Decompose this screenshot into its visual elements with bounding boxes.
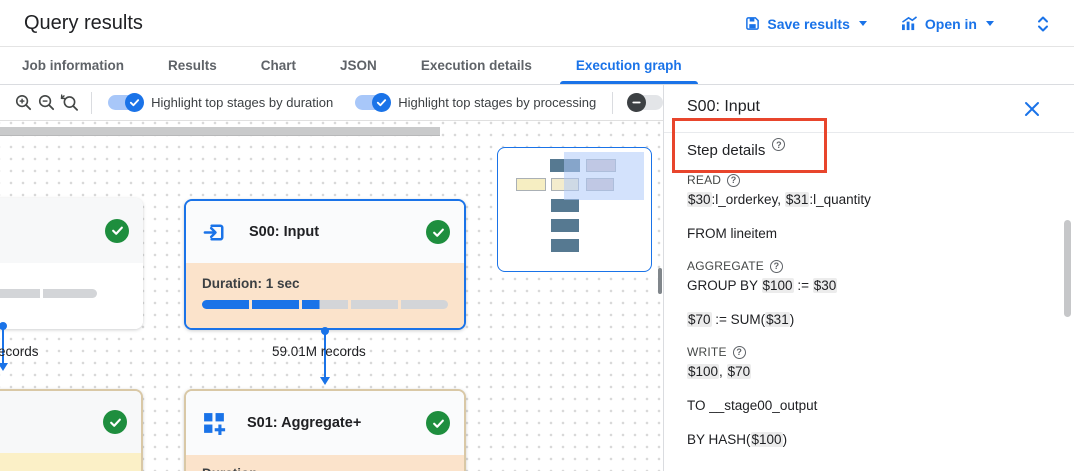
third-highlight-toggle[interactable] (627, 93, 663, 112)
edge-line (2, 328, 4, 363)
zoom-reset-icon[interactable] (58, 89, 81, 117)
success-check-icon (105, 218, 129, 243)
panel-divider (664, 132, 1074, 133)
progress-segment (43, 289, 97, 298)
highlight-duration-toggle[interactable] (108, 93, 145, 112)
horizontal-scrollbar[interactable] (0, 127, 440, 136)
input-stage-icon (202, 219, 229, 246)
toolbar-divider (612, 91, 613, 114)
variable-token: $100 (761, 278, 794, 293)
tab-execution-details[interactable]: Execution details (420, 58, 532, 73)
chart-icon (901, 16, 918, 31)
help-icon[interactable]: ? (727, 173, 741, 187)
step-section-label: READ? (687, 173, 1044, 187)
progress-segment (351, 300, 399, 309)
zoom-out-icon[interactable] (35, 89, 58, 117)
highlight-processing-toggle[interactable] (355, 93, 392, 112)
header: Query results Save results Open in (0, 0, 1074, 47)
step-code-line: BY HASH($100) (687, 432, 788, 447)
close-icon[interactable] (1023, 100, 1041, 118)
zoom-in-icon[interactable] (12, 89, 35, 117)
stage-duration-label: Duration: 1 sec (202, 276, 300, 291)
stage-duration-label: Duration: (202, 466, 448, 471)
stage-node-s01[interactable]: S01: Aggregate+ Duration: (184, 389, 466, 471)
minimap-stage-rect (551, 239, 579, 252)
edge-output-dot (0, 322, 7, 330)
edge-records-label: 59.01M records (272, 344, 366, 359)
open-in-button[interactable]: Open in (901, 16, 994, 32)
tab-json[interactable]: JSON (340, 58, 377, 73)
variable-token: $100 (687, 364, 720, 379)
stage-title: S01: Aggregate+ (247, 415, 362, 431)
minimap-stage-rect (516, 178, 546, 191)
save-icon (745, 16, 760, 31)
edge-records-label-partial: ecords (0, 344, 39, 359)
page-title: Query results (24, 12, 143, 34)
help-icon[interactable]: ? (732, 345, 746, 359)
progress-segment (401, 300, 448, 309)
aggregate-stage-icon (202, 411, 227, 436)
step-code-line: FROM lineitem (687, 226, 778, 241)
success-check-icon (426, 220, 450, 244)
progress-segment (301, 300, 349, 309)
execution-graph-canvas[interactable]: S00: Input Duration: 1 sec 59.01M record… (0, 121, 663, 471)
results-tab-bar: Job information Results Chart JSON Execu… (0, 48, 1074, 85)
step-section-label: WRITE? (687, 345, 1044, 359)
variable-token: $30 (687, 192, 712, 207)
save-results-caret-icon (858, 21, 867, 26)
minimap[interactable] (497, 147, 652, 272)
minimap-viewport[interactable] (564, 152, 644, 200)
variable-token: $100 (750, 432, 783, 447)
progress-segment (0, 289, 40, 298)
help-icon[interactable]: ? (769, 259, 783, 273)
step-code-line: $30:l_orderkey, $31:l_quantity (687, 192, 871, 207)
stage-node-s00[interactable]: S00: Input Duration: 1 sec (184, 199, 466, 330)
step-section-label: AGGREGATE? (687, 259, 1044, 273)
step-code-line: $70 := SUM($31) (687, 312, 795, 327)
stage-node-left-bottom[interactable] (0, 389, 143, 471)
highlight-duration-label: Highlight top stages by duration (151, 95, 334, 110)
variable-token: $31 (784, 192, 810, 207)
progress-segment (251, 300, 299, 309)
edge-line (324, 333, 326, 377)
stage-node-left-top[interactable] (0, 198, 143, 329)
variable-token: $70 (726, 364, 752, 379)
step-code-line: TO __stage00_output (687, 398, 818, 413)
open-in-label: Open in (924, 15, 977, 32)
variable-token: $31 (765, 312, 790, 327)
graph-toolbar: Highlight top stages by duration Highlig… (0, 85, 663, 121)
help-icon[interactable]: ? (772, 138, 786, 151)
stage-details-panel: S00: Input Step details ? READ? $30:l_ord… (663, 85, 1074, 471)
stage-title: S00: Input (249, 224, 320, 240)
save-results-label: Save results (767, 15, 850, 32)
unfold-panel-icon[interactable] (1028, 10, 1058, 38)
success-check-icon (426, 411, 450, 435)
minimap-stage-rect (551, 219, 579, 232)
save-results-button[interactable]: Save results (745, 16, 867, 32)
success-check-icon (103, 410, 127, 434)
minimap-stage-rect (551, 199, 579, 212)
step-code-line: $100, $70 (687, 364, 752, 379)
tab-chart[interactable]: Chart (260, 58, 297, 73)
panel-vertical-scrollbar[interactable] (1064, 220, 1071, 317)
edge-arrowhead (0, 363, 8, 371)
step-code-line: GROUP BY $100 := $30 (687, 278, 838, 293)
tab-execution-graph[interactable]: Execution graph (554, 48, 704, 84)
step-details-heading: Step details (687, 142, 766, 159)
canvas-vertical-scrollbar[interactable] (658, 268, 662, 294)
toolbar-divider (91, 91, 93, 114)
edge-arrowhead (320, 377, 330, 385)
open-in-caret-icon (986, 21, 994, 26)
progress-segment (202, 300, 249, 309)
highlight-processing-label: Highlight top stages by processing (398, 95, 597, 110)
panel-title: S00: Input (687, 98, 760, 115)
edge-output-dot (321, 327, 329, 335)
tab-results[interactable]: Results (168, 58, 217, 73)
variable-token: $70 (687, 312, 712, 327)
tab-job-information[interactable]: Job information (22, 58, 124, 73)
variable-token: $30 (812, 278, 838, 293)
